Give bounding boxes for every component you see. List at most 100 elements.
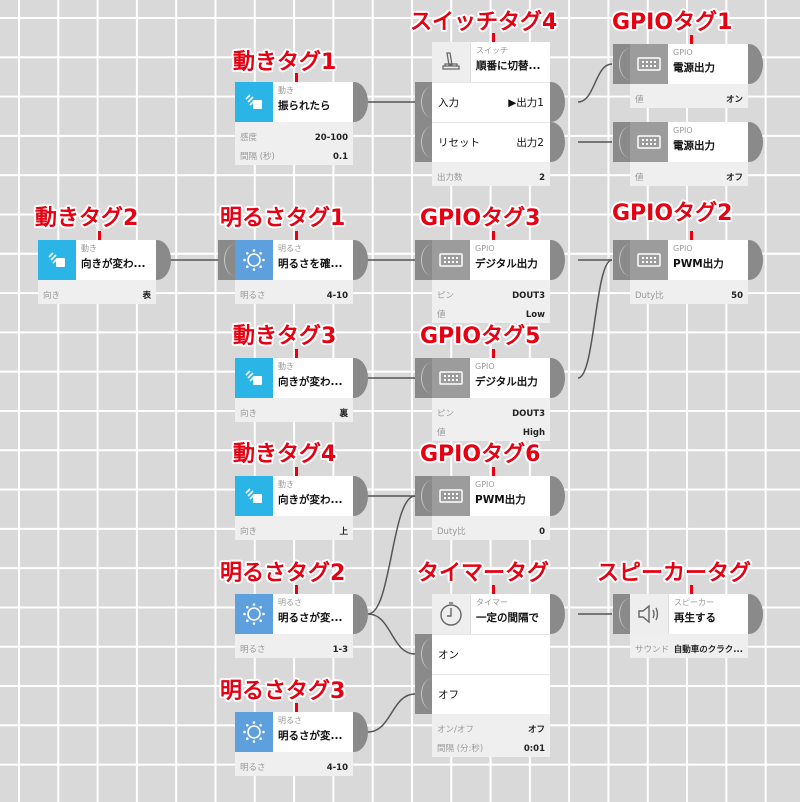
block-properties[interactable]: オン/オフオフ間隔 (分:秒)0:01 xyxy=(432,714,550,757)
block-port-row[interactable]: オン xyxy=(432,634,550,674)
property-row[interactable]: 値オフ xyxy=(630,164,748,183)
block-header[interactable]: 動き向きが変わ... xyxy=(38,240,156,280)
output-connector[interactable] xyxy=(353,476,368,516)
input-connector[interactable] xyxy=(415,476,432,516)
output-connector[interactable] xyxy=(550,594,565,634)
output-connector[interactable] xyxy=(353,594,368,634)
block-port-row[interactable]: オフ xyxy=(432,674,550,714)
block-header[interactable]: 動き向きが変わ... xyxy=(235,358,353,398)
block-header[interactable]: 明るさ明るさが変... xyxy=(235,594,353,634)
property-row[interactable]: 向き上 xyxy=(235,518,353,537)
property-row[interactable]: 向き裏 xyxy=(235,400,353,419)
input-connector[interactable] xyxy=(613,44,630,84)
connection-wire[interactable] xyxy=(367,613,416,655)
output-connector[interactable] xyxy=(748,44,763,84)
block-header[interactable]: 明るさ明るさが変... xyxy=(235,712,353,752)
input-connector[interactable] xyxy=(415,358,432,398)
input-connector[interactable] xyxy=(613,594,630,634)
block-move4[interactable]: 動き向きが変わ... 向き上 xyxy=(235,476,353,540)
block-port-row[interactable]: リセット出力2 xyxy=(432,122,550,162)
connection-wire[interactable] xyxy=(577,63,613,103)
input-connector[interactable] xyxy=(415,674,432,714)
input-connector[interactable] xyxy=(415,240,432,280)
block-properties[interactable]: 向き表 xyxy=(38,280,156,304)
output-connector[interactable] xyxy=(550,82,565,122)
output-connector[interactable] xyxy=(550,358,565,398)
block-timer[interactable]: タイマー一定の間隔でオンオフオン/オフオフ間隔 (分:秒)0:01 xyxy=(432,594,550,757)
output-connector[interactable] xyxy=(748,122,763,162)
property-row[interactable]: 間隔 (分:秒)0:01 xyxy=(432,735,550,754)
output-connector[interactable] xyxy=(353,358,368,398)
connection-wire[interactable] xyxy=(577,259,613,379)
block-speaker[interactable]: スピーカー再生するサウンド自動車のクラク... xyxy=(630,594,748,658)
output-connector[interactable] xyxy=(550,476,565,516)
block-header[interactable]: スピーカー再生する xyxy=(630,594,748,634)
property-row[interactable]: オン/オフオフ xyxy=(432,716,550,735)
block-header[interactable]: 動き向きが変わ... xyxy=(235,476,353,516)
block-properties[interactable]: 値オフ xyxy=(630,162,748,186)
block-header[interactable]: 動き振られたら xyxy=(235,82,353,122)
output-connector[interactable] xyxy=(353,82,368,122)
output-connector[interactable] xyxy=(156,240,171,280)
block-move3[interactable]: 動き向きが変わ... 向き裏 xyxy=(235,358,353,422)
output-connector[interactable] xyxy=(748,240,763,280)
property-row[interactable]: 値オン xyxy=(630,86,748,105)
input-connector[interactable] xyxy=(415,634,432,674)
block-properties[interactable]: 値オン xyxy=(630,84,748,108)
input-connector[interactable] xyxy=(218,240,235,280)
output-connector[interactable] xyxy=(353,712,368,752)
block-move2[interactable]: 動き向きが変わ... 向き表 xyxy=(38,240,156,304)
input-connector[interactable] xyxy=(415,122,432,162)
output-connector[interactable] xyxy=(550,240,565,280)
output-connector[interactable] xyxy=(550,122,565,162)
property-row[interactable]: 向き表 xyxy=(38,282,156,301)
block-header[interactable]: スイッチ順番に切替... xyxy=(432,42,550,82)
connection-wire[interactable] xyxy=(367,693,416,733)
property-row[interactable]: サウンド自動車のクラク... xyxy=(630,636,748,655)
input-connector[interactable] xyxy=(415,82,432,122)
block-properties[interactable]: サウンド自動車のクラク... xyxy=(630,634,748,658)
block-header[interactable]: 明るさ明るさを確... xyxy=(235,240,353,280)
block-properties[interactable]: 向き裏 xyxy=(235,398,353,422)
connection-wire[interactable] xyxy=(367,495,416,615)
output-connector[interactable] xyxy=(748,594,763,634)
block-port-row[interactable]: 入力▶出力1 xyxy=(432,82,550,122)
input-connector[interactable] xyxy=(613,122,630,162)
input-connector[interactable] xyxy=(613,240,630,280)
